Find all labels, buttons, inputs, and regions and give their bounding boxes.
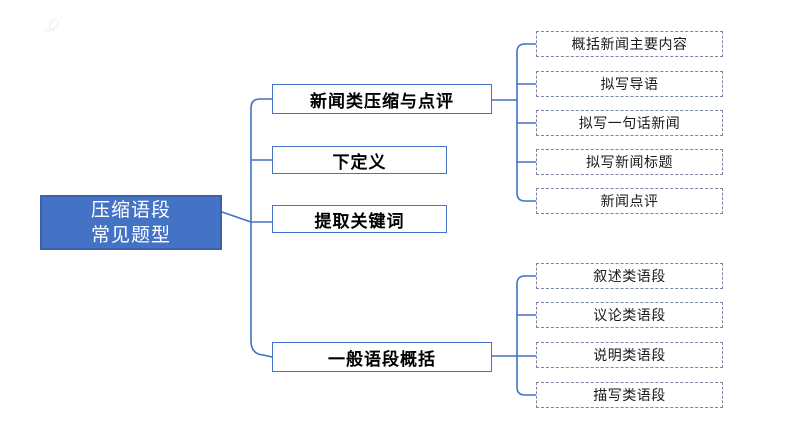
leaf-label: 拟写一句话新闻 (578, 115, 681, 131)
branch-node-general-summary: 一般语段概括 (272, 342, 492, 372)
connector-right-trunk-bottom (516, 275, 537, 396)
leaf-node-news-headline: 拟写新闻标题 (536, 149, 723, 175)
watermark-swoosh-icon (44, 17, 63, 32)
branch-label: 提取关键词 (314, 211, 405, 231)
leaf-label: 描写类语段 (593, 387, 666, 403)
branch-label: 新闻类压缩与点评 (310, 91, 454, 111)
branch-node-definition: 下定义 (272, 146, 447, 174)
leaf-node-summarize-news-content: 概括新闻主要内容 (536, 31, 723, 57)
leaf-label: 新闻点评 (600, 193, 659, 209)
branch-label: 一般语段概括 (328, 349, 436, 369)
leaf-label: 说明类语段 (593, 347, 666, 363)
leaf-label: 叙述类语段 (593, 268, 666, 284)
root-label-line1: 压缩语段 (90, 199, 171, 221)
connector-right-trunk-top (516, 43, 537, 202)
leaf-node-narrative-passage: 叙述类语段 (536, 263, 723, 289)
connector-left-trunk (250, 98, 273, 358)
leaf-label: 概括新闻主要内容 (571, 36, 688, 52)
branch-label: 下定义 (332, 152, 387, 172)
leaf-label: 拟写导语 (600, 76, 659, 92)
branch-node-keywords: 提取关键词 (272, 205, 447, 233)
root-label-line2: 常见题型 (90, 224, 171, 246)
leaf-node-write-lead: 拟写导语 (536, 71, 723, 97)
leaf-label: 议论类语段 (593, 307, 666, 323)
connector-root-trunk (221, 211, 252, 223)
branch-node-news-compression: 新闻类压缩与点评 (272, 84, 492, 114)
leaf-label: 拟写新闻标题 (586, 154, 673, 170)
root-node: 压缩语段 常见题型 (40, 195, 222, 250)
leaf-node-descriptive-passage: 描写类语段 (536, 382, 723, 408)
leaf-node-argumentative-passage: 议论类语段 (536, 302, 723, 328)
leaf-node-news-commentary: 新闻点评 (536, 188, 723, 214)
leaf-node-one-sentence-news: 拟写一句话新闻 (536, 110, 723, 136)
leaf-node-expository-passage: 说明类语段 (536, 342, 723, 368)
